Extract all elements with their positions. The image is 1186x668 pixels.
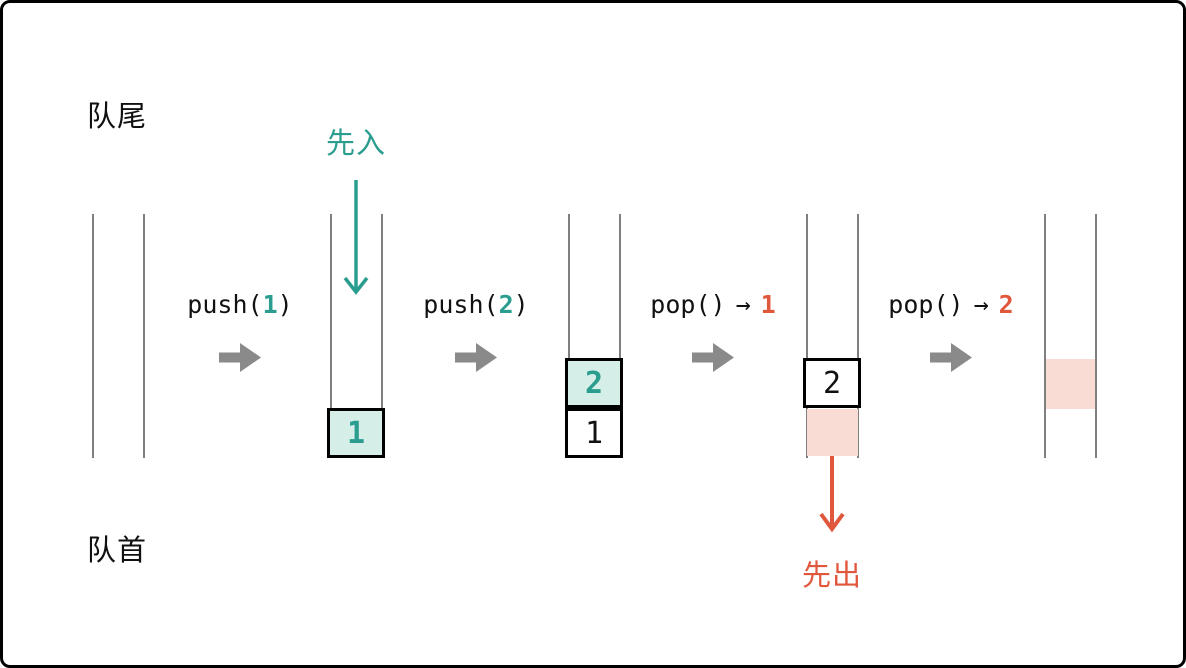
return-arrow-glyph: →: [973, 290, 989, 319]
queue-front-label: 队首: [87, 535, 148, 567]
tube1-right-line: [143, 214, 145, 458]
queue4-removed-cell-ghost: [807, 409, 858, 456]
tube2-right-line: [381, 214, 383, 458]
queue5-removed-cell-ghost: [1046, 359, 1095, 409]
op-pop-2: pop()→2: [888, 290, 1014, 319]
queue3-cell-1: 1: [565, 408, 623, 458]
first-in-down-arrow-icon: [343, 180, 369, 295]
step4-right-arrow-icon: [930, 343, 972, 372]
step3-right-arrow-icon: [692, 343, 734, 372]
tube4-left-line: [806, 214, 808, 458]
tube5-right-line: [1095, 214, 1097, 458]
queue-rear-label: 队尾: [87, 101, 148, 133]
step2-right-arrow-icon: [455, 343, 497, 372]
queue3-cell-2: 2: [565, 358, 623, 408]
op-push-1: push(1): [187, 290, 293, 319]
queue4-cell-2: 2: [803, 358, 861, 408]
queue2-cell-1: 1: [327, 408, 385, 458]
tube2-left-line: [330, 214, 332, 458]
tube5-left-line: [1044, 214, 1046, 458]
tube1-left-line: [92, 214, 94, 458]
step1-right-arrow-icon: [219, 343, 261, 372]
tube3-left-line: [568, 214, 570, 458]
op-pop-1: pop()→1: [650, 290, 776, 319]
tube3-right-line: [619, 214, 621, 458]
first-out-label: 先出: [801, 560, 863, 592]
op-push-2: push(2): [423, 290, 529, 319]
first-in-label: 先入: [325, 128, 387, 160]
tube4-right-line: [857, 214, 859, 458]
return-arrow-glyph: →: [735, 290, 751, 319]
